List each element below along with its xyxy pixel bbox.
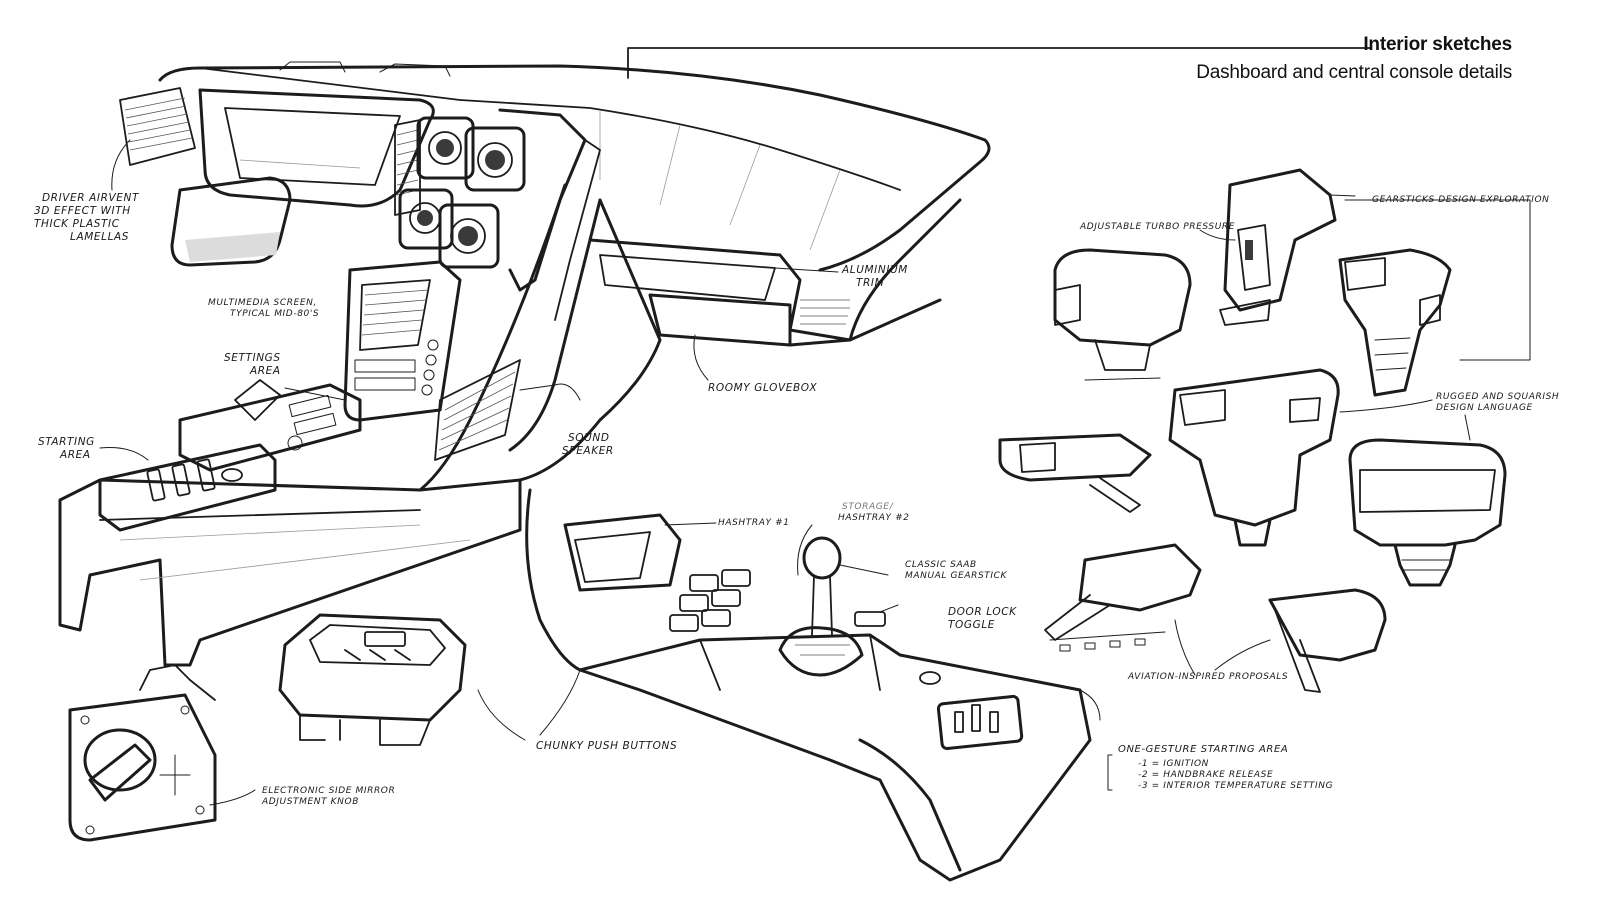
note-gearsticks-exploration: Gearsticks design exploration	[1372, 195, 1549, 206]
sheet-title: Interior sketches	[1363, 34, 1512, 55]
note-line: 3D effect with	[34, 205, 131, 217]
gearstick-variant-tall	[1338, 248, 1452, 397]
note-line: adjustment knob	[262, 797, 359, 807]
gearstick-variant-turbo	[1219, 168, 1337, 326]
note-line: Door lock	[948, 606, 1017, 618]
note-hashtray-1: Hashtray #1	[718, 518, 790, 529]
note-line: Settings	[224, 352, 281, 364]
center-console-sketch	[525, 488, 1092, 882]
note-one-gesture: One-gesture starting area -1 = Ignition …	[1118, 744, 1334, 792]
note-line: manual gearstick	[905, 571, 1007, 581]
note-door-lock-toggle: Door lock toggle	[948, 606, 1017, 632]
note-storage-hashtray-2: Storage/ hashtray #2	[838, 502, 910, 524]
note-line: Gearsticks design exploration	[1372, 195, 1550, 205]
note-line: area	[60, 449, 91, 461]
note-line: Aviation-inspired proposals	[1128, 672, 1289, 682]
note-roomy-glovebox: Roomy glovebox	[708, 382, 817, 395]
leader-lines	[99, 139, 1471, 806]
note-line: design language	[1436, 403, 1533, 413]
note-line: typical mid-80's	[230, 309, 320, 319]
push-buttons	[669, 569, 751, 632]
note-starting-area: Starting area	[38, 436, 95, 462]
note-line: lamellas	[70, 231, 130, 243]
dashboard-sketch	[58, 61, 991, 667]
note-line: Multimedia screen,	[208, 298, 317, 308]
button-module-sketch	[278, 613, 467, 746]
note-line: Sound	[568, 432, 610, 444]
note-list-item: -3 = Interior temperature setting	[1138, 781, 1334, 791]
sheet-subtitle: Dashboard and central console details	[1196, 62, 1512, 83]
note-title: One-gesture starting area	[1118, 744, 1289, 755]
note-line: Adjustable turbo pressure	[1080, 222, 1236, 232]
glovebox-sketch	[588, 198, 962, 347]
note-line: Hashtray #1	[718, 518, 790, 528]
note-line: toggle	[948, 619, 996, 631]
note-line: hashtray #2	[838, 513, 910, 523]
note-list-item: -1 = Ignition	[1138, 759, 1210, 769]
note-line: Starting	[38, 436, 95, 448]
note-line: Storage/	[842, 502, 894, 512]
sheet-header: Interior sketches Dashboard and central …	[1196, 34, 1512, 84]
gearstick-variant-aviation-lever	[1044, 543, 1202, 652]
note-line: Chunky push buttons	[536, 740, 678, 752]
note-aviation-proposals: Aviation-inspired proposals	[1128, 672, 1288, 683]
note-sound-speaker: Sound speaker	[562, 432, 614, 458]
gearstick-variant-aviation-yoke	[1268, 588, 1387, 693]
note-classic-gearstick: Classic Saab manual gearstick	[905, 560, 1007, 582]
note-line: Rugged and squarish	[1436, 392, 1560, 402]
note-line: speaker	[562, 445, 614, 457]
gearstick-variant-aviation-small	[998, 433, 1152, 513]
gearstick-variant-bulky	[1053, 248, 1192, 381]
note-chunky-buttons: Chunky push buttons	[536, 740, 677, 753]
note-driver-airvent: Driver airvent 3D effect with thick plas…	[34, 192, 139, 244]
note-mirror-knob: Electronic side mirror adjustment knob	[262, 786, 395, 808]
note-multimedia-screen: Multimedia screen, typical mid-80's	[208, 298, 319, 320]
note-rugged-language: Rugged and squarish design language	[1436, 392, 1559, 414]
gearstick-variant-squarish	[1348, 438, 1507, 587]
note-aluminium-trim: Aluminium trim	[842, 264, 908, 290]
note-settings-area: Settings area	[224, 352, 281, 378]
note-line: thick plastic	[34, 218, 120, 230]
gearstick-variant-t	[1168, 368, 1340, 547]
note-adjustable-turbo: Adjustable turbo pressure	[1080, 222, 1235, 233]
note-line: Electronic side mirror	[262, 786, 396, 796]
mirror-knob-sketch	[68, 664, 217, 842]
note-line: Driver airvent	[42, 192, 139, 204]
gearstick	[778, 536, 864, 677]
gauge-pods	[398, 116, 526, 269]
gearstick-variants	[998, 168, 1531, 693]
note-line: Classic Saab	[905, 560, 977, 570]
note-line: Aluminium	[842, 264, 908, 276]
note-line: trim	[856, 277, 885, 289]
note-line: Roomy glovebox	[708, 382, 818, 394]
note-list-item: -2 = Handbrake release	[1138, 770, 1274, 780]
note-line: area	[250, 365, 281, 377]
